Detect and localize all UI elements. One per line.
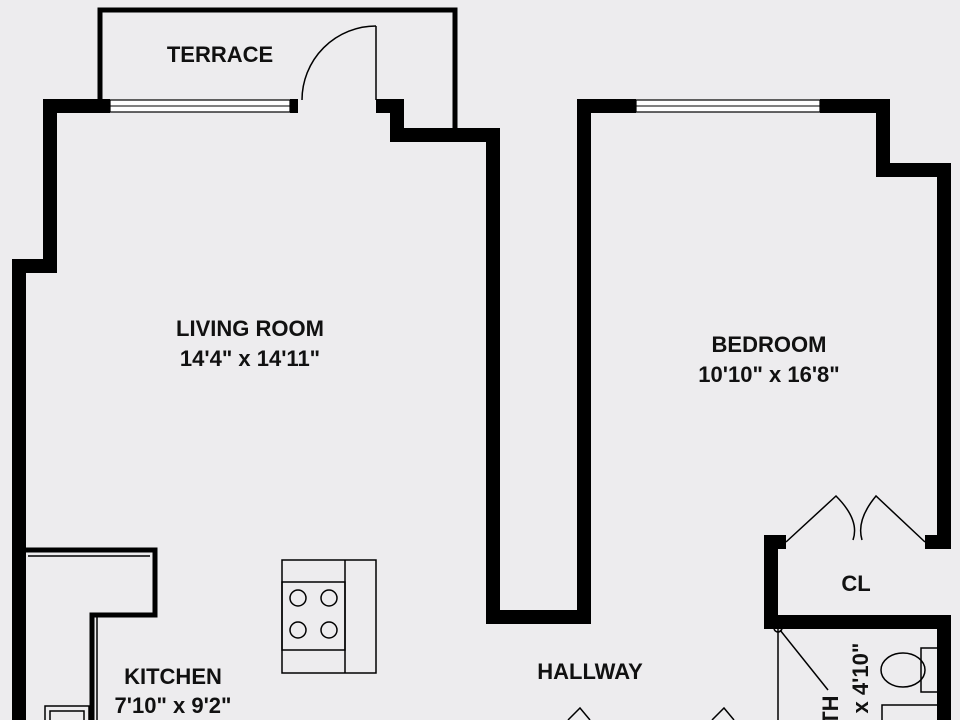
bath-dimensions-group: " x 4'10" bbox=[848, 643, 873, 720]
living-room-label: LIVING ROOM bbox=[176, 316, 324, 341]
closet-wall bbox=[764, 535, 951, 720]
bath-vanity bbox=[881, 704, 941, 720]
bath-label-group: BATH bbox=[818, 696, 843, 720]
burner-icon bbox=[289, 621, 307, 639]
hallway-door-swing bbox=[567, 706, 591, 720]
bath-door-leaf bbox=[779, 629, 829, 691]
burner-icon bbox=[320, 621, 338, 639]
bath-dimensions: " x 4'10" bbox=[848, 643, 873, 720]
bedroom-wall bbox=[820, 99, 951, 549]
hallway-door-swing bbox=[711, 706, 735, 720]
living-room-wall bbox=[12, 99, 110, 720]
closet-door-left bbox=[785, 494, 856, 543]
kitchen-counter bbox=[28, 555, 150, 720]
terrace-door-swing bbox=[301, 25, 377, 101]
terrace-outline bbox=[97, 7, 458, 132]
bedroom-label: BEDROOM bbox=[712, 332, 827, 357]
living-room-dimensions: 14'4" x 14'11" bbox=[180, 346, 320, 371]
bath-label: BATH bbox=[818, 696, 843, 720]
living-room-east-wall bbox=[290, 99, 636, 624]
kitchen-wall bbox=[22, 547, 158, 720]
stove-top bbox=[281, 581, 346, 651]
toilet-icon bbox=[880, 652, 926, 688]
kitchen-dimensions: 7'10" x 9'2" bbox=[115, 693, 232, 718]
burner-icon bbox=[320, 589, 338, 607]
kitchen-label: KITCHEN bbox=[124, 664, 222, 689]
terrace-label: TERRACE bbox=[167, 42, 273, 67]
bath-door-hinge bbox=[773, 623, 783, 633]
kitchen-sink-basin bbox=[49, 710, 85, 720]
bedroom-dimensions: 10'10" x 16'8" bbox=[698, 362, 839, 387]
burner-icon bbox=[289, 589, 307, 607]
toilet-tank bbox=[920, 647, 940, 693]
kitchen-sink bbox=[44, 705, 90, 720]
closet-door-right bbox=[859, 494, 926, 543]
hallway-label: HALLWAY bbox=[537, 659, 643, 684]
closet-label: CL bbox=[841, 571, 870, 596]
